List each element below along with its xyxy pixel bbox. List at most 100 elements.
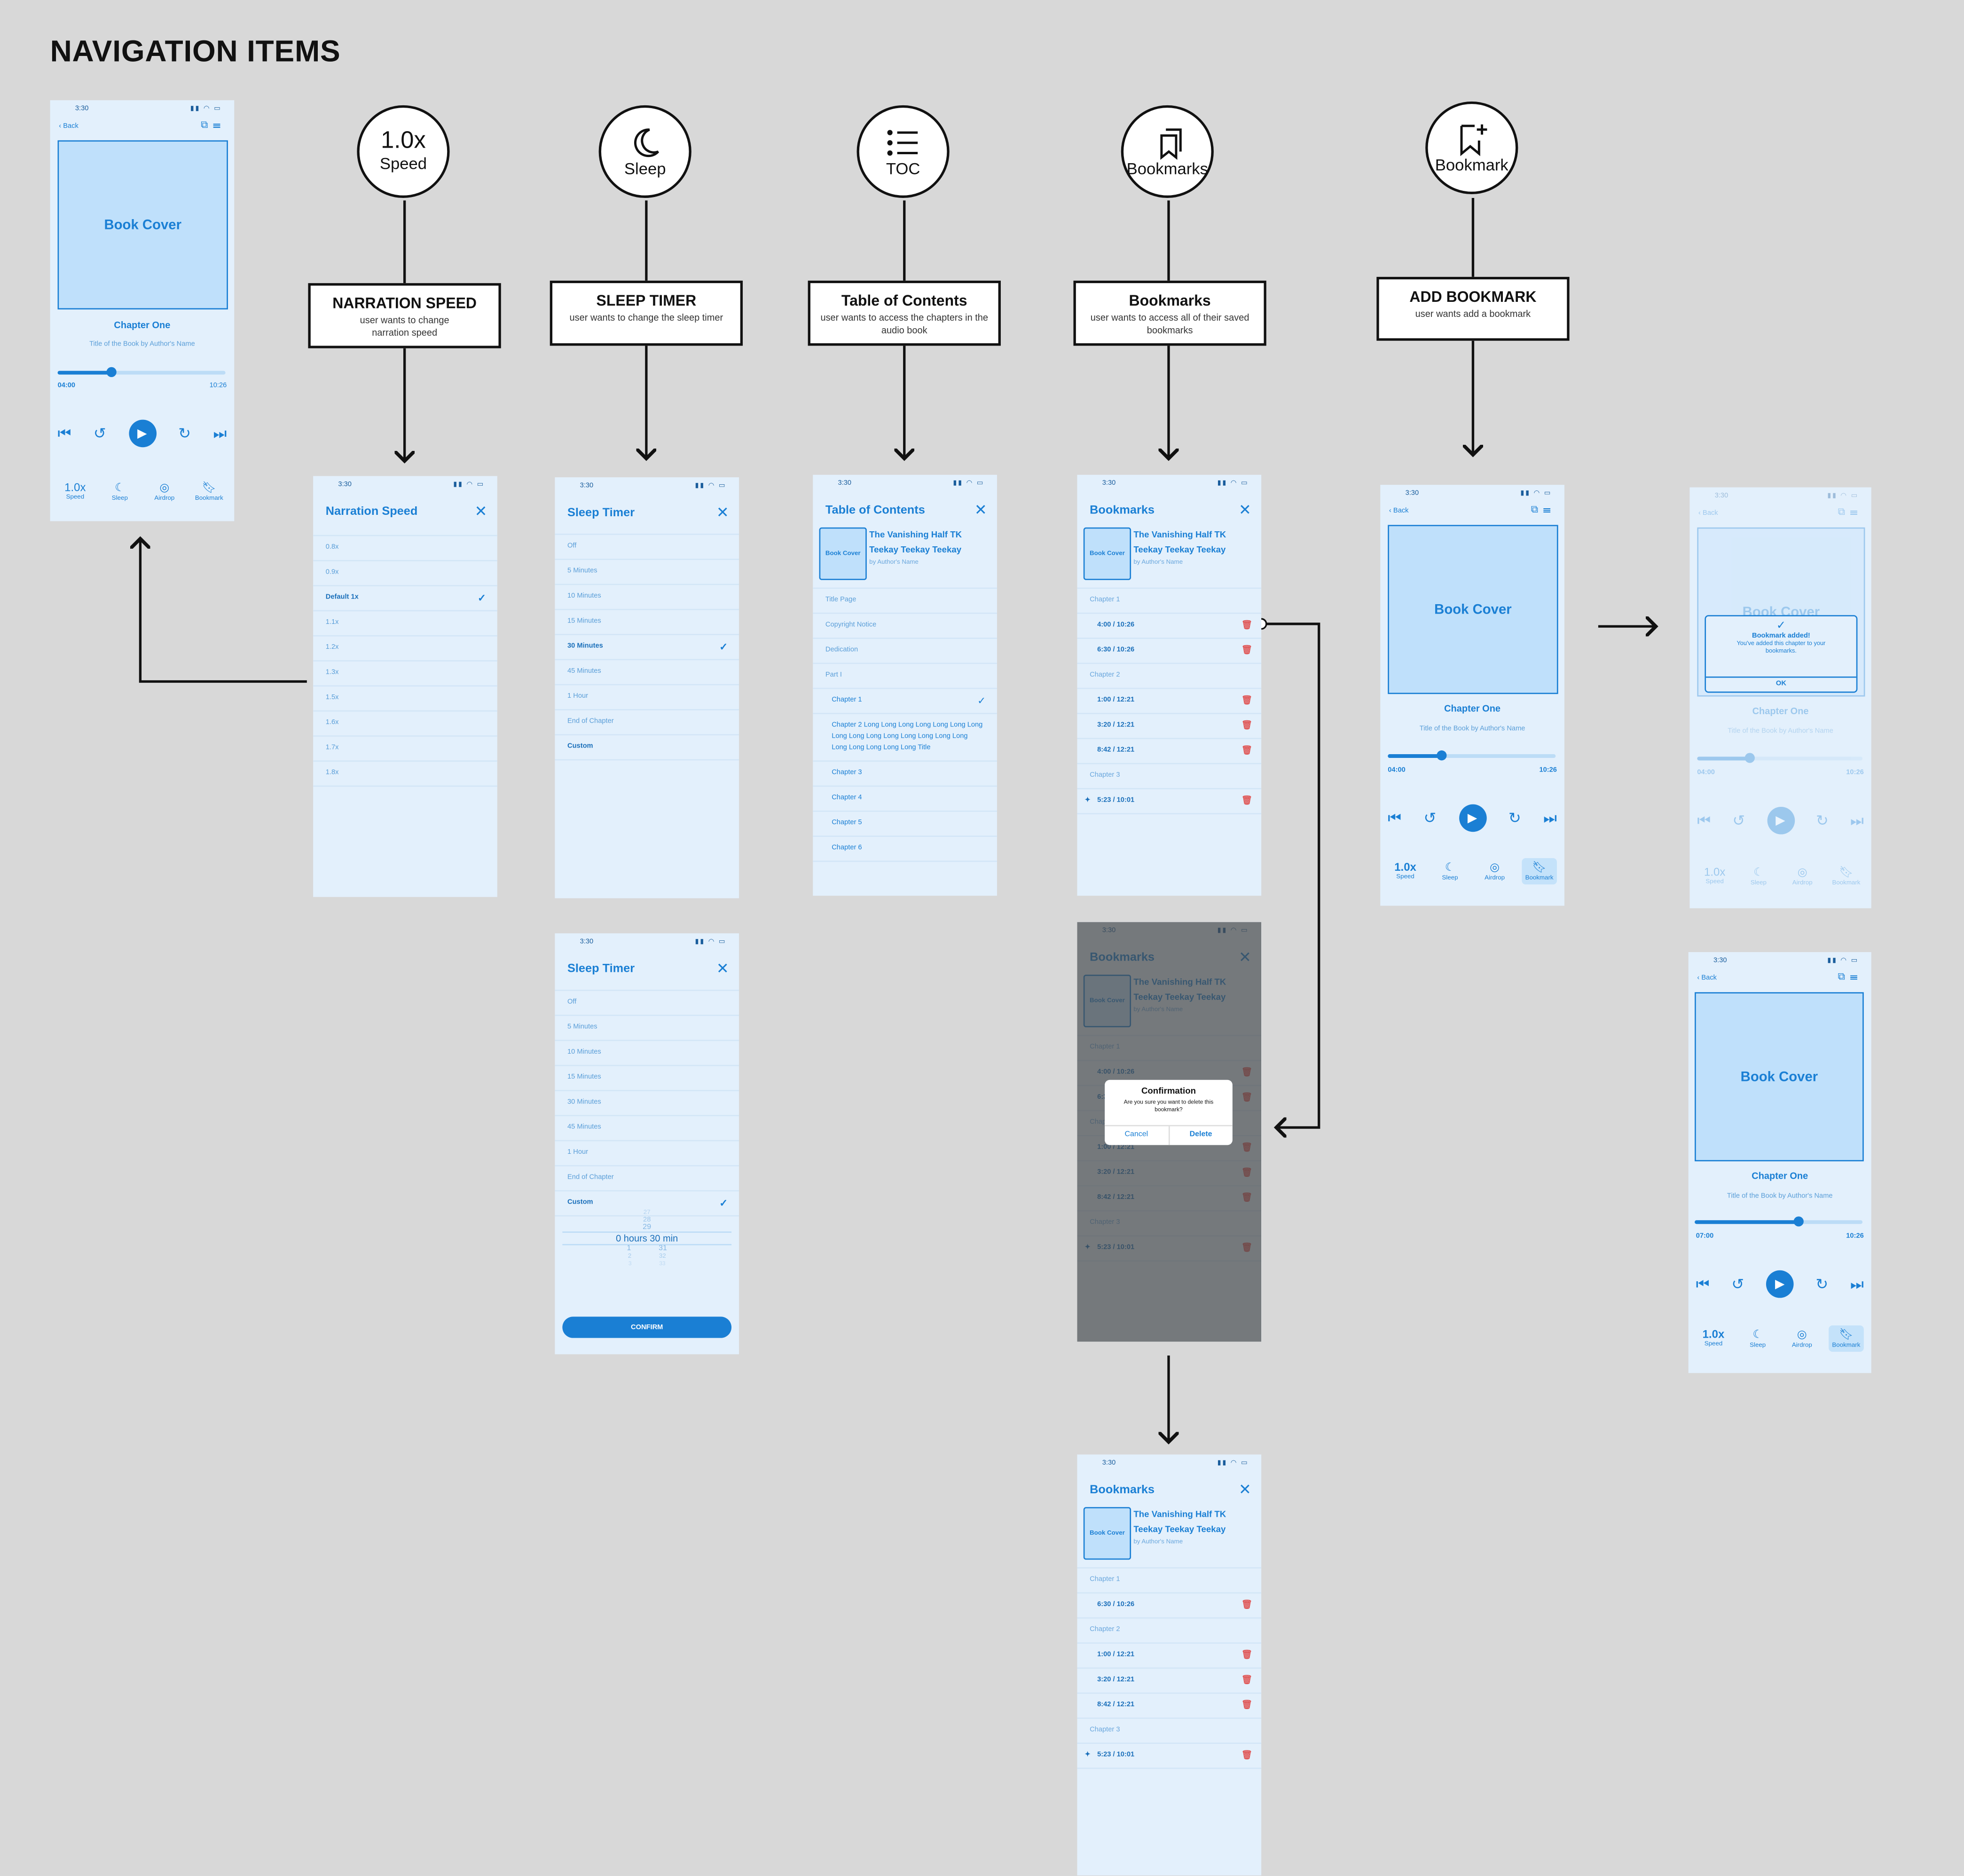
bookmark-row[interactable]: 6:30 / 10:26🗑︎ — [1077, 639, 1262, 664]
trash-icon[interactable]: 🗑︎ — [1241, 696, 1253, 706]
skip-back-icon[interactable]: ⏮ — [1696, 1275, 1710, 1293]
rewind-15-icon[interactable]: ↺ — [1423, 809, 1437, 827]
top-icons[interactable]: ⧉☰ — [1531, 504, 1556, 516]
forward-30-icon[interactable]: ↻ — [1816, 812, 1829, 829]
bookmark-row[interactable]: 1:00 / 12:21🗑︎ — [1077, 1644, 1262, 1669]
progress-knob[interactable] — [1745, 753, 1755, 763]
skip-forward-icon[interactable]: ⏭ — [1850, 811, 1864, 829]
speed-option[interactable]: 1.8x — [313, 762, 497, 787]
tab-sleep[interactable]: ☾Sleep — [1432, 858, 1468, 884]
sleep-option[interactable]: Off — [555, 991, 739, 1016]
tab-airdrop[interactable]: ◎Airdrop — [1477, 858, 1512, 884]
sleep-option[interactable]: 45 Minutes — [555, 1116, 739, 1142]
bookmarks-icon[interactable]: ⧉ — [1838, 970, 1850, 982]
delete-button[interactable]: Delete — [1189, 1131, 1212, 1139]
progress-bar[interactable] — [57, 367, 226, 378]
speed-option[interactable]: 1.2x — [313, 637, 497, 662]
trash-icon[interactable]: 🗑︎ — [1241, 1676, 1253, 1685]
sleep-option[interactable]: 1 Hour — [555, 685, 739, 710]
speed-option[interactable]: 1.1x — [313, 611, 497, 637]
skip-back-icon[interactable]: ⏮ — [1388, 808, 1402, 827]
skip-back-icon[interactable]: ⏮ — [1697, 811, 1711, 829]
forward-30-icon[interactable]: ↻ — [178, 425, 191, 442]
speed-option[interactable]: 1.3x — [313, 662, 497, 687]
trash-icon[interactable]: 🗑︎ — [1241, 646, 1253, 655]
sleep-option[interactable]: Custom — [555, 735, 739, 761]
sleep-option[interactable]: 15 Minutes — [555, 610, 739, 635]
close-icon[interactable]: ✕ — [716, 504, 729, 521]
sleep-option[interactable]: 30 Minutes — [555, 1091, 739, 1117]
tab-bookmark[interactable]: 🔖︎Bookmark — [1829, 1325, 1864, 1352]
bookmark-row[interactable]: 8:42 / 12:21🗑︎ — [1077, 739, 1262, 765]
close-icon[interactable]: ✕ — [474, 502, 487, 520]
speed-option[interactable]: 1.6x — [313, 711, 497, 737]
back-button[interactable]: ‹ Back — [1697, 974, 1717, 982]
trash-icon[interactable]: 🗑︎ — [1241, 721, 1253, 731]
list-icon[interactable]: ☰ — [212, 119, 226, 131]
tab-bookmark[interactable]: 🔖︎Bookmark — [1829, 863, 1864, 890]
confirm-button[interactable]: CONFIRM — [562, 1316, 732, 1338]
sleep-option[interactable]: 5 Minutes — [555, 560, 739, 585]
skip-forward-icon[interactable]: ⏭ — [213, 424, 227, 442]
back-button[interactable]: ‹ Back — [59, 123, 79, 131]
forward-30-icon[interactable]: ↻ — [1815, 1275, 1829, 1293]
close-icon[interactable]: ✕ — [1239, 501, 1251, 519]
bookmark-row[interactable]: ✦5:23 / 10:01🗑︎ — [1077, 789, 1262, 814]
rewind-15-icon[interactable]: ↺ — [93, 425, 106, 442]
bookmark-row[interactable]: ✦5:23 / 10:01🗑︎ — [1077, 1744, 1262, 1769]
toc-item[interactable]: Title Page — [813, 589, 997, 614]
toc-item[interactable]: Chapter 4 — [813, 787, 997, 812]
trash-icon[interactable]: 🗑︎ — [1241, 796, 1253, 806]
list-icon[interactable]: ☰ — [1543, 504, 1556, 515]
sleep-option[interactable]: End of Chapter — [555, 1167, 739, 1191]
sleep-option[interactable]: 30 Minutes✓ — [555, 635, 739, 661]
play-button[interactable]: ▶ — [1767, 806, 1794, 835]
speed-option[interactable]: Default 1x✓ — [313, 586, 497, 612]
bookmarks-icon[interactable]: ⧉ — [1531, 504, 1543, 515]
trash-icon[interactable]: 🗑︎ — [1241, 1751, 1253, 1760]
top-icons[interactable]: ⧉☰ — [1838, 506, 1863, 519]
tab-bookmark[interactable]: 🔖︎Bookmark — [1522, 858, 1557, 885]
toc-item[interactable]: Chapter 6 — [813, 837, 997, 862]
toc-item[interactable]: Chapter 5 — [813, 812, 997, 837]
toc-item[interactable]: Chapter 2 Long Long Long Long Long Long … — [813, 714, 997, 762]
tab-airdrop[interactable]: ◎Airdrop — [147, 479, 182, 505]
bookmarks-icon[interactable]: ⧉ — [1838, 506, 1850, 518]
back-button[interactable]: ‹ Back — [1389, 507, 1409, 515]
bookmark-row[interactable]: 3:20 / 12:21🗑︎ — [1077, 1669, 1262, 1694]
tab-airdrop[interactable]: ◎Airdrop — [1784, 1325, 1820, 1352]
list-icon[interactable]: ☰ — [1850, 506, 1863, 518]
play-button[interactable]: ▶ — [128, 419, 156, 448]
sleep-option[interactable]: Off — [555, 535, 739, 560]
rewind-15-icon[interactable]: ↺ — [1731, 1275, 1744, 1293]
bookmark-row[interactable]: 1:00 / 12:21🗑︎ — [1077, 689, 1262, 714]
play-button[interactable]: ▶ — [1458, 804, 1486, 832]
sleep-option[interactable]: 1 Hour — [555, 1141, 739, 1167]
trash-icon[interactable]: 🗑︎ — [1241, 747, 1253, 756]
skip-forward-icon[interactable]: ⏭ — [1543, 808, 1557, 827]
close-icon[interactable]: ✕ — [716, 960, 729, 977]
bookmark-row[interactable]: 6:30 / 10:26🗑︎ — [1077, 1593, 1262, 1619]
back-button[interactable]: ‹ Back — [1698, 510, 1718, 518]
progress-knob[interactable] — [1436, 750, 1447, 761]
trash-icon[interactable]: 🗑︎ — [1241, 621, 1253, 631]
tab-sleep[interactable]: ☾Sleep — [1741, 863, 1776, 890]
sleep-option[interactable]: Custom✓ — [555, 1191, 739, 1217]
sleep-option[interactable]: 10 Minutes — [555, 585, 739, 610]
tab-sleep[interactable]: ☾Sleep — [102, 479, 138, 505]
progress-knob[interactable] — [106, 367, 117, 378]
progress-bar[interactable] — [1697, 753, 1863, 763]
bookmarks-icon[interactable]: ⧉ — [201, 119, 213, 131]
progress-knob[interactable] — [1793, 1216, 1804, 1227]
toc-item[interactable]: Chapter 1✓ — [813, 689, 997, 714]
trash-icon[interactable]: 🗑︎ — [1241, 1601, 1253, 1610]
cancel-button[interactable]: Cancel — [1105, 1126, 1170, 1145]
play-button[interactable]: ▶ — [1766, 1270, 1794, 1298]
skip-forward-icon[interactable]: ⏭ — [1850, 1275, 1864, 1293]
speed-option[interactable]: 0.9x — [313, 561, 497, 586]
